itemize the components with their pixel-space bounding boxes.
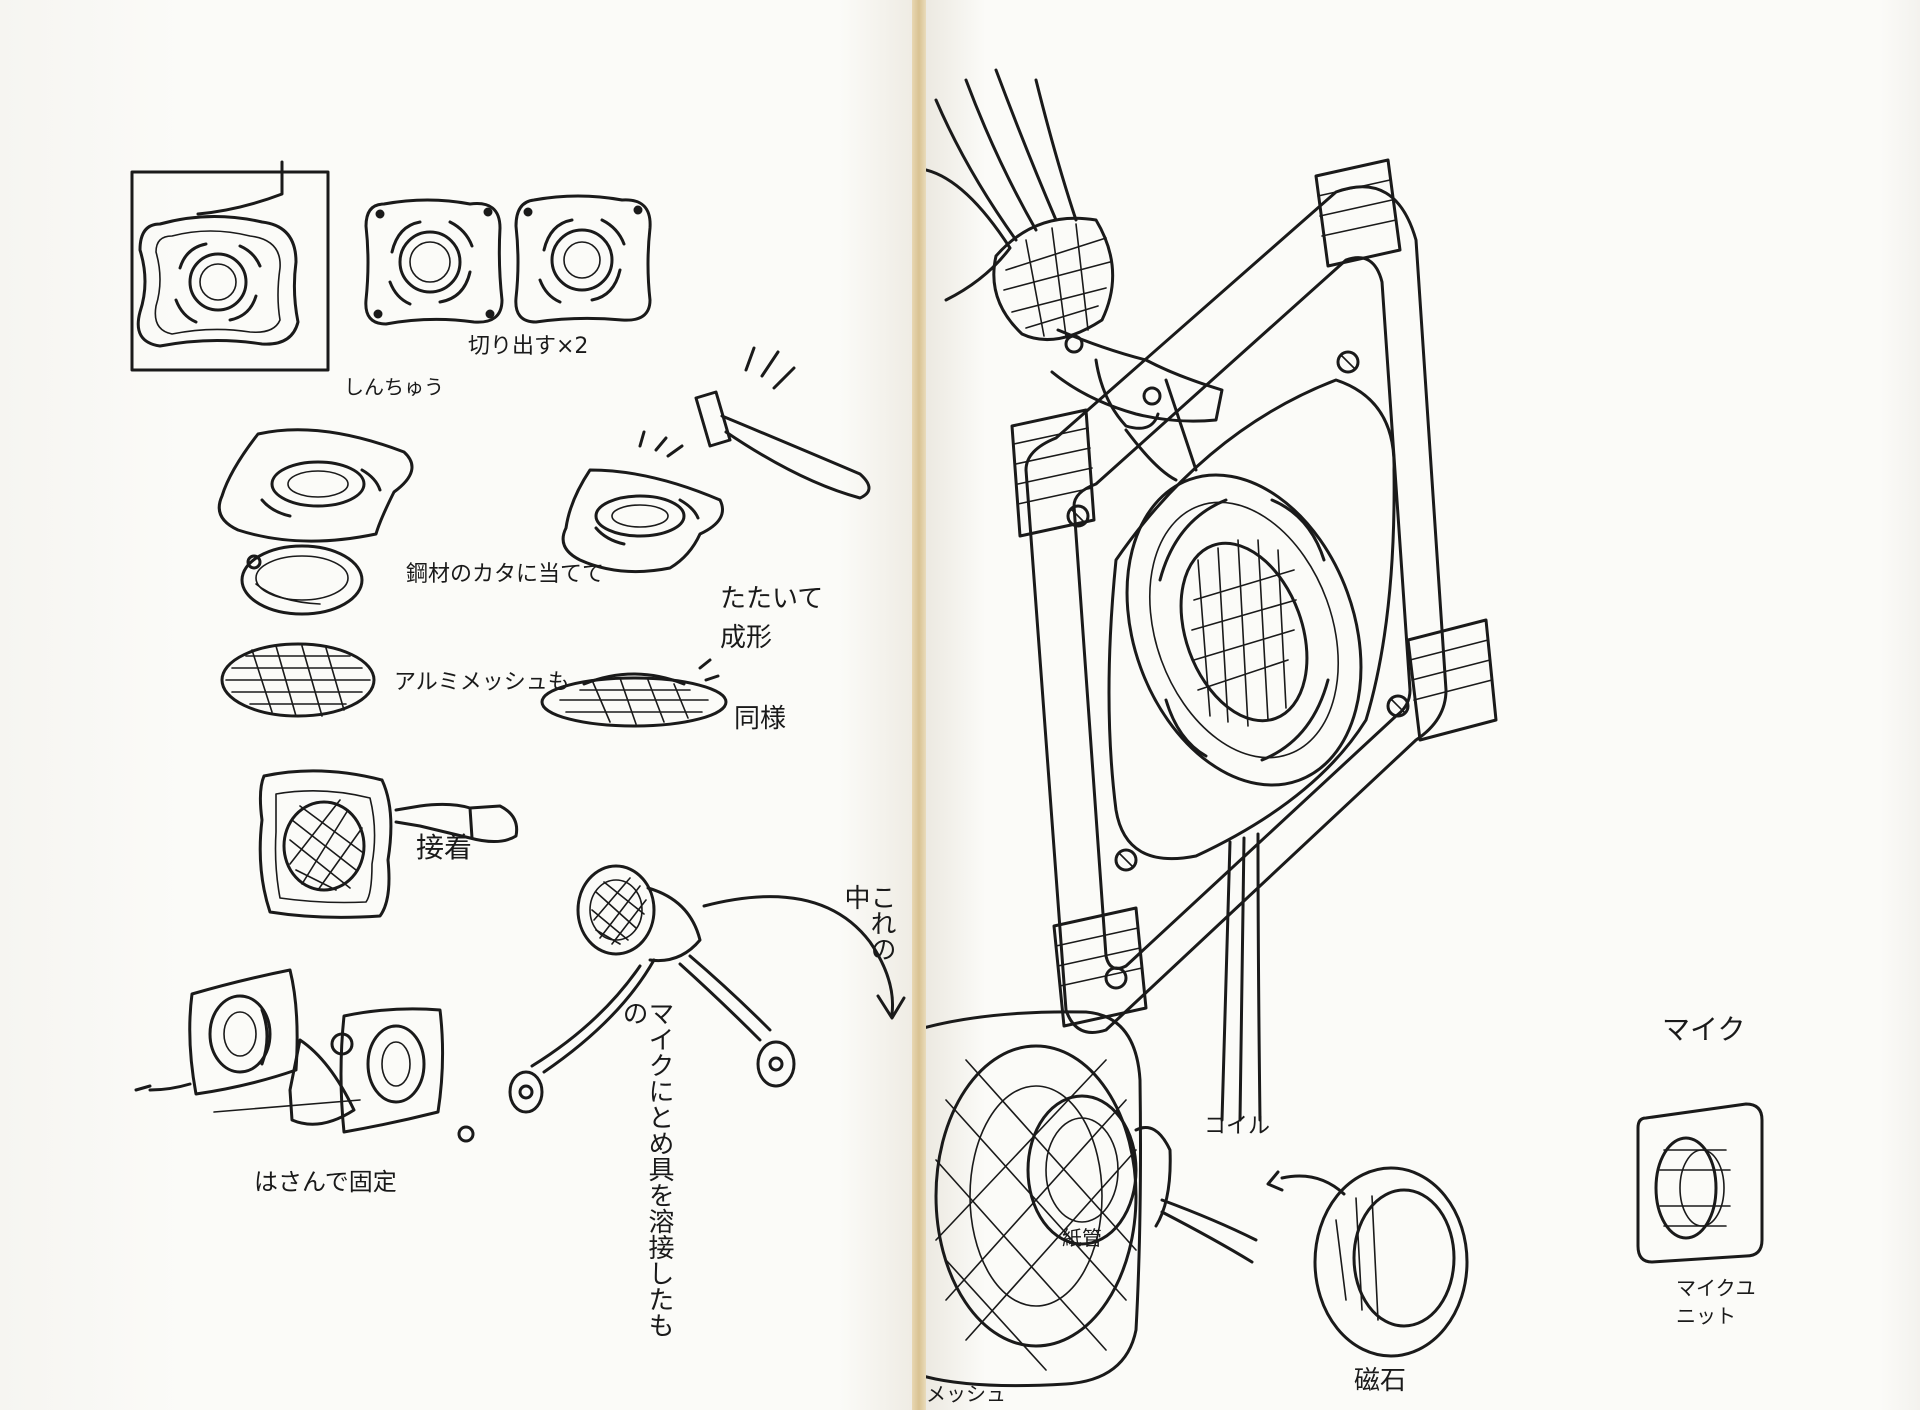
note-coil: コイル (1204, 1114, 1271, 1139)
note-mesh: メッシュ (926, 1382, 1006, 1406)
mic-unit-sketch (1636, 1102, 1764, 1264)
hammer-forming-sketch (561, 346, 871, 574)
mic-stand-sketch (508, 864, 906, 1114)
note-paper-tube: 紙管 (1062, 1226, 1102, 1250)
note-press-on-lid: 鋼材のカタに当てて (406, 562, 605, 587)
note-same-way: 同様 (734, 704, 787, 734)
note-mic: マイク (1662, 1013, 1746, 1046)
pressed-mesh-sketch (540, 658, 728, 728)
note-magnet: 磁石 (1354, 1366, 1407, 1396)
grille-plate-sketch (1107, 378, 1396, 861)
cut-plate-2-sketch (514, 194, 652, 324)
note-hammer-form: たたいて成形 (720, 584, 824, 653)
note-cut-out-x2: 切り出す×2 (468, 334, 589, 359)
brass-sheet-sketch (130, 160, 330, 372)
glued-grille-sketch (258, 769, 519, 919)
cable-sketch (1220, 832, 1262, 1122)
note-shinchu: しんちゅう (344, 375, 444, 399)
cut-plate-1-sketch (364, 198, 504, 326)
note-mic-clamp-weld: マイクにとめ具を溶接したもの (618, 1000, 674, 1338)
book-spine (912, 0, 926, 1410)
note-inside-this: これの中 (840, 884, 896, 962)
note-mic-unit: マイクユニット (1676, 1276, 1756, 1328)
mic-frame-sketch (1010, 158, 1498, 1034)
left-page-drawings (130, 160, 906, 1143)
left-page: しんちゅう 切り出す×2 鋼材のカタに当てて たたいて成形 アルミメッシュも 同… (0, 0, 912, 1410)
clamp-fix-sketch (134, 968, 475, 1143)
mesh-disc-sketch (220, 642, 376, 718)
plate-on-lid-sketch (217, 428, 414, 616)
handle-sketch (926, 68, 1224, 482)
note-glue: 接着 (416, 831, 473, 864)
note-aluminum-mesh: アルミメッシュも (394, 670, 570, 695)
right-page-drawings (926, 68, 1764, 1388)
right-page: マイク コイル 紙管 メッシュ 磁石 マイクユニット (926, 0, 1920, 1410)
note-clamp-fix: はさんで固定 (254, 1168, 397, 1196)
magnet-sketch (1313, 1166, 1469, 1358)
mesh-housing-sketch (926, 1010, 1346, 1388)
